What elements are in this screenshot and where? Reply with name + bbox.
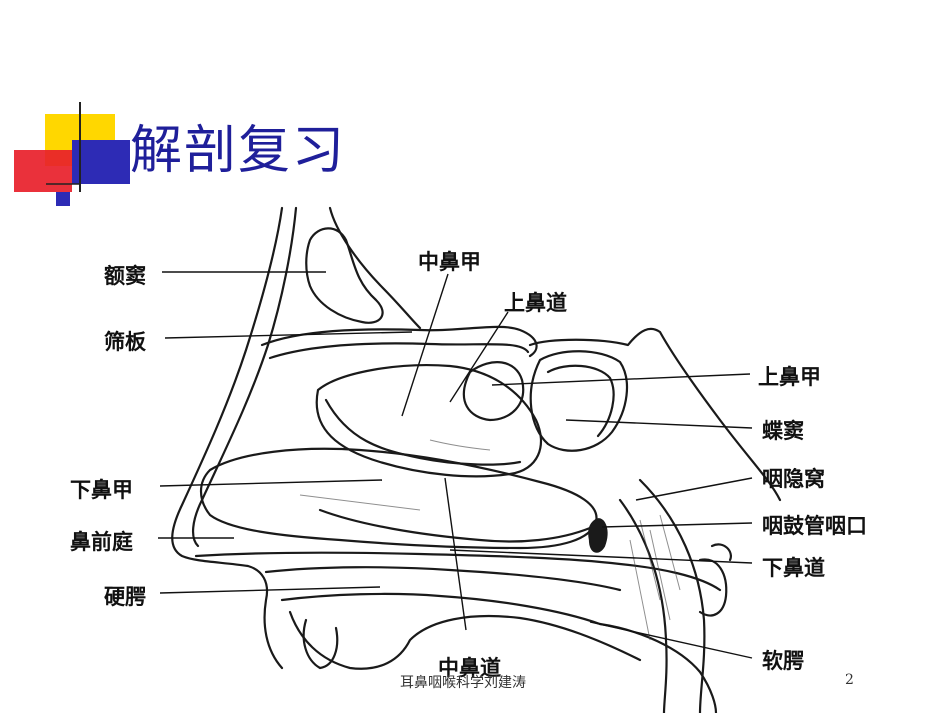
leader-superior-meatus	[449, 311, 509, 403]
inferior-turbinate-shade	[299, 494, 421, 511]
nasal-roof	[268, 342, 530, 360]
leader-middle-meatus	[444, 477, 467, 631]
palate-underside	[288, 610, 642, 670]
inferior-turbinate-outline	[199, 447, 598, 550]
label-inferior-turbinate: 下鼻甲	[70, 478, 133, 502]
leader-hard-palate	[159, 586, 381, 594]
leader-middle-turbinate	[401, 273, 449, 417]
label-pharyngeal-recess: 咽隐窝	[762, 467, 825, 491]
posterior-tissue	[710, 543, 732, 562]
pharynx-posterior-wall	[638, 478, 706, 713]
sphenoid-sinus-outline	[529, 350, 628, 452]
leader-pharyngeal-recess	[635, 477, 753, 501]
superior-turbinate-outline	[462, 361, 525, 422]
label-soft-palate: 软腭	[762, 649, 804, 673]
leader-soft-palate	[589, 621, 753, 659]
label-eustachian-orifice: 咽鼓管咽口	[762, 514, 867, 538]
inferior-turbinate-edge	[318, 508, 592, 543]
leader-sphenoid-sinus	[565, 419, 753, 429]
incisor-outline	[302, 618, 339, 670]
sphenoid-sinus-inner	[546, 364, 615, 438]
nasal-floor	[194, 551, 722, 592]
footer-text: 耳鼻咽喉科学刘建涛	[400, 675, 526, 691]
frontal-bone-line	[328, 206, 422, 330]
leader-inferior-turbinate	[159, 479, 383, 487]
posterior-structure	[698, 558, 728, 617]
leader-inferior-meatus	[449, 549, 753, 564]
label-hard-palate: 硬腭	[104, 585, 146, 609]
middle-turbinate-shade	[429, 439, 491, 451]
label-superior-turbinate: 上鼻甲	[758, 365, 821, 389]
nose-profile-outline	[171, 206, 284, 670]
frontal-sinus-outline	[305, 227, 384, 324]
label-sphenoid-sinus: 蝶窦	[762, 419, 804, 443]
nasal-bone-inner	[192, 206, 298, 548]
pharynx-wall-inner	[618, 498, 668, 713]
hard-palate-lower	[280, 592, 602, 626]
label-middle-meatus: 中鼻道	[438, 656, 501, 680]
leader-eustachian-orifice	[601, 522, 753, 528]
hard-palate-upper	[264, 566, 622, 592]
label-superior-meatus: 上鼻道	[504, 291, 567, 315]
eustachian-orifice	[588, 518, 608, 553]
sphenoid-outline	[528, 327, 782, 502]
title-decoration	[14, 102, 130, 206]
label-cribriform-plate: 筛板	[104, 330, 146, 354]
slide-title: 解剖复习	[130, 121, 347, 181]
label-inferior-meatus: 下鼻道	[762, 556, 825, 580]
page-number: 2	[845, 672, 854, 688]
cribriform-plate-line	[260, 325, 538, 358]
middle-turbinate-edge	[324, 398, 522, 466]
label-nasal-vestibule: 鼻前庭	[70, 530, 133, 554]
leader-superior-turbinate	[491, 373, 751, 386]
middle-turbinate-outline	[315, 364, 543, 478]
label-middle-turbinate: 中鼻甲	[418, 250, 481, 274]
label-frontal-sinus: 额窦	[104, 264, 146, 288]
leader-cribriform-plate	[164, 331, 413, 339]
pharynx-shade	[629, 514, 681, 641]
